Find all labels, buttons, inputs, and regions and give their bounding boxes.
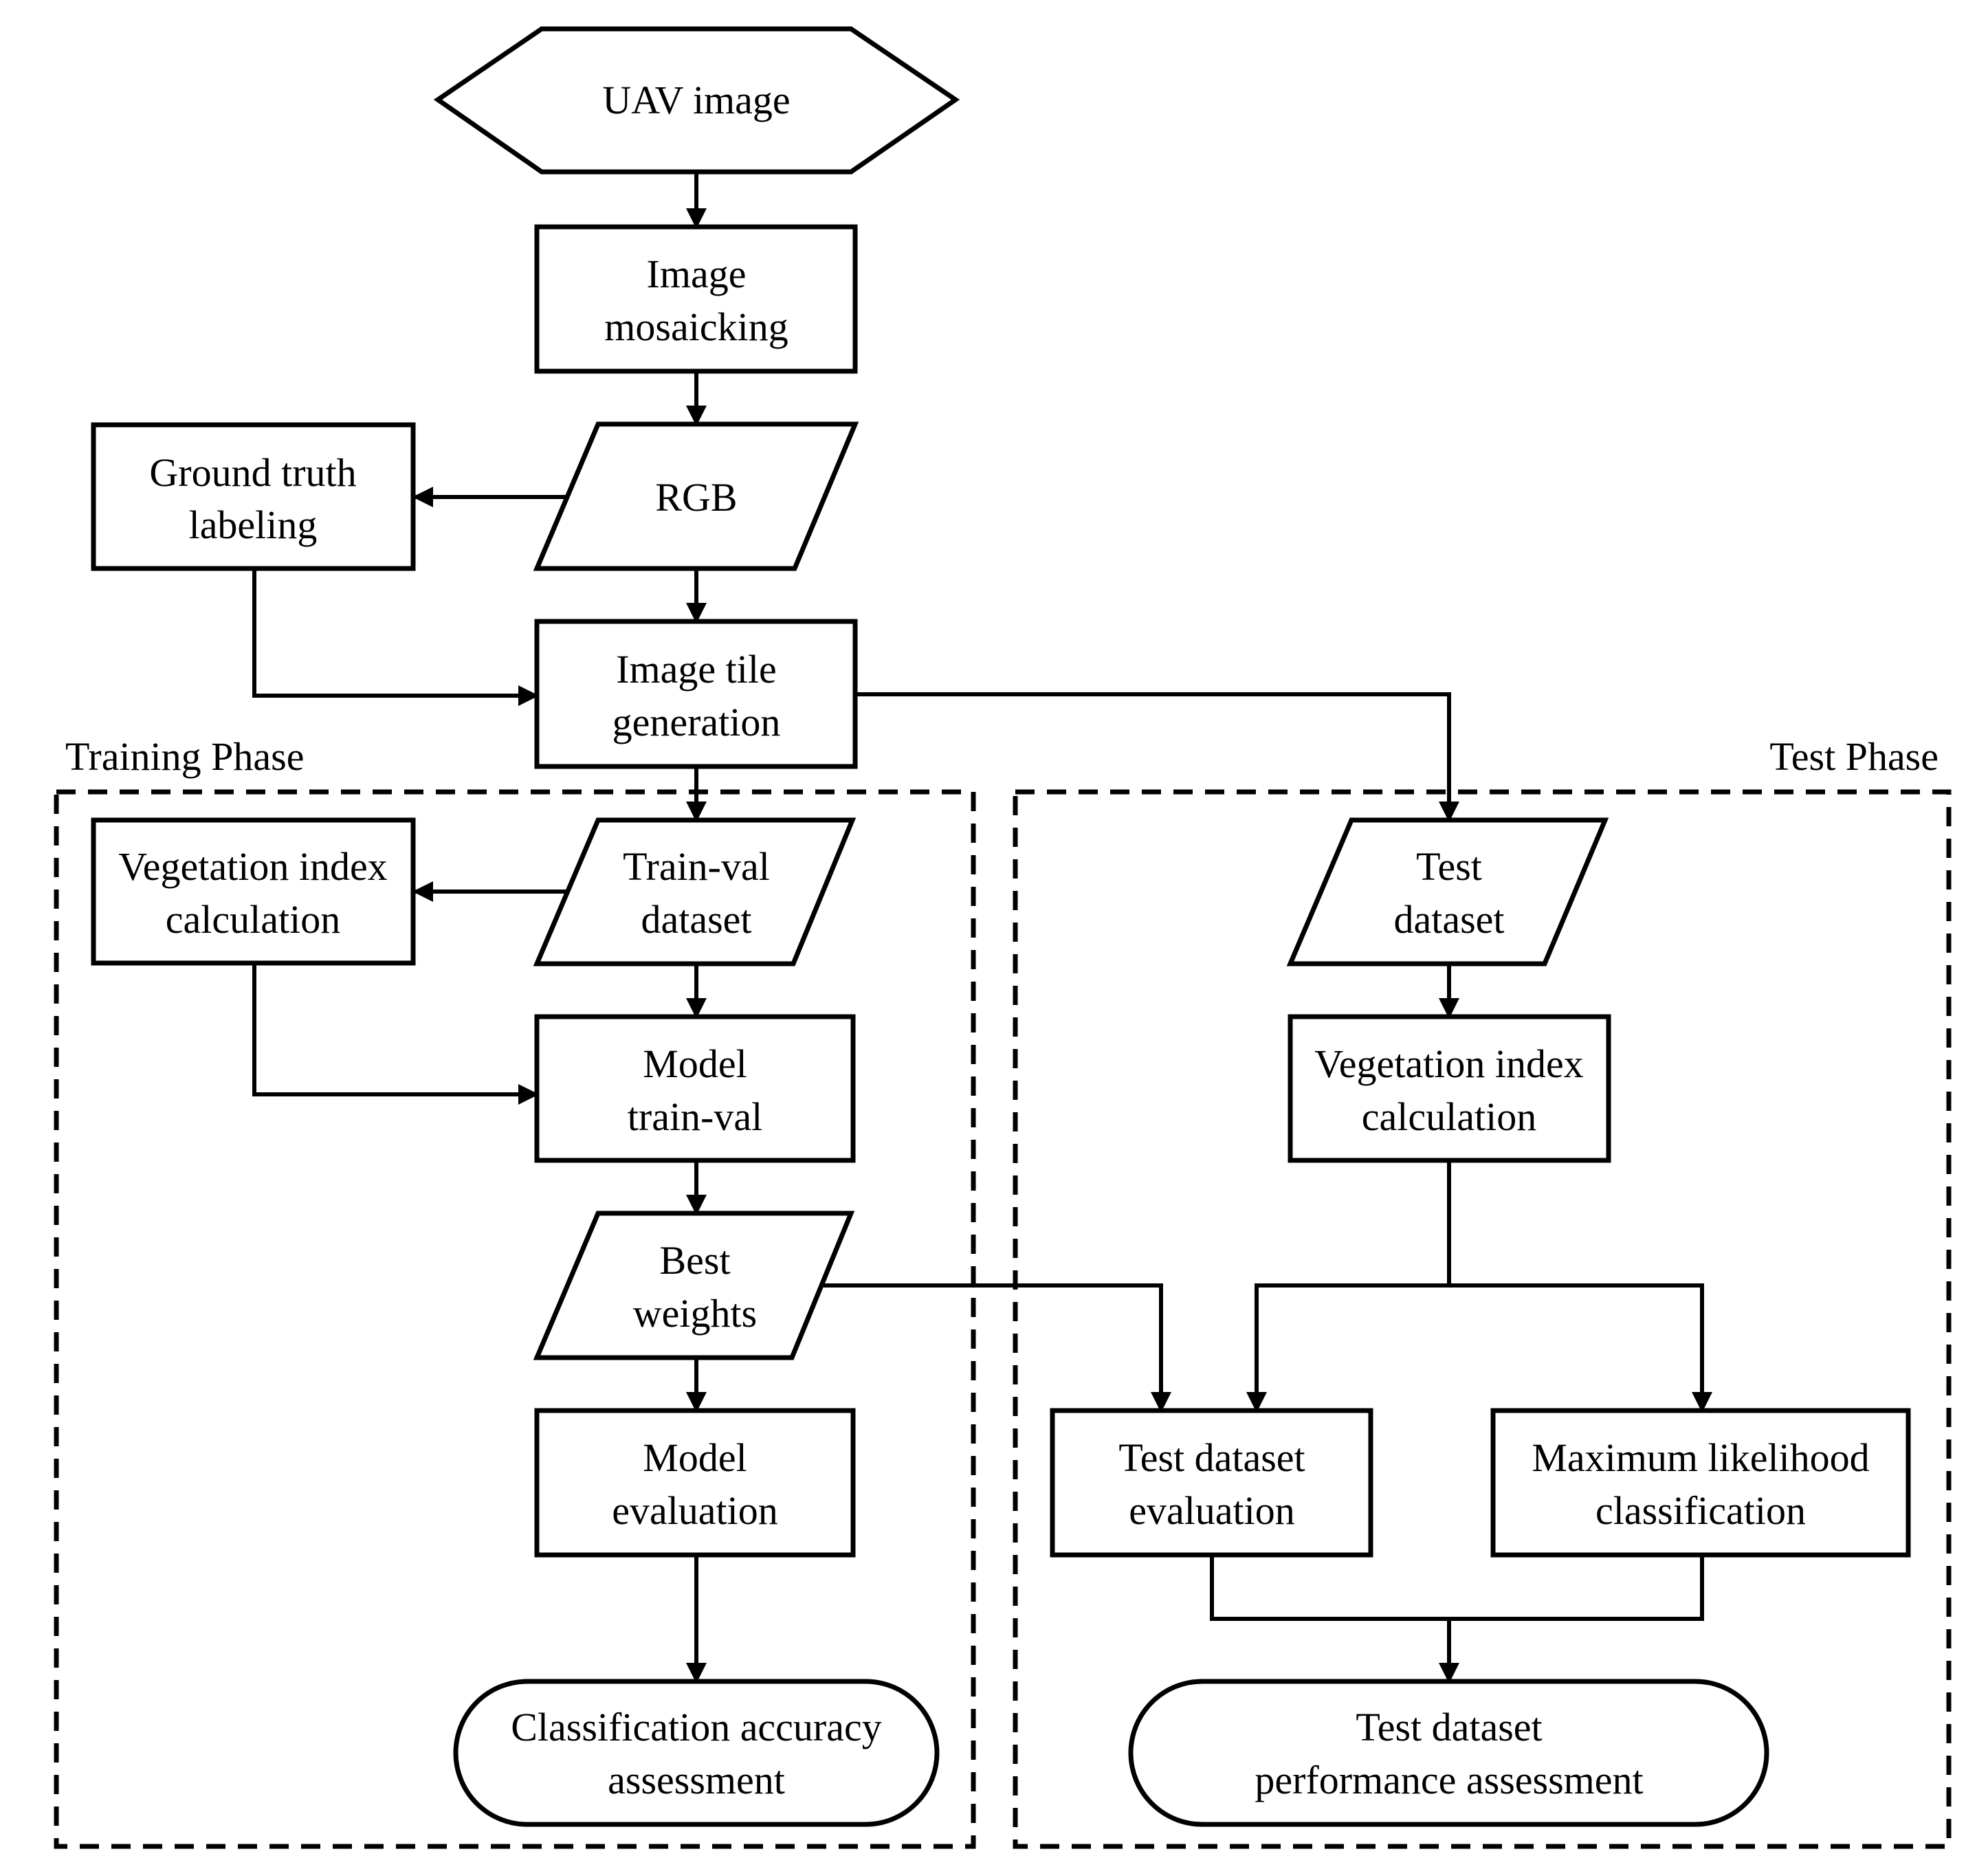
- node-label-line: Vegetation index: [118, 844, 387, 889]
- node-label-line: evaluation: [1129, 1488, 1295, 1533]
- edge-tile-generation-to-test-dataset: [855, 692, 1459, 822]
- training-phase-label: Training Phase: [65, 734, 305, 779]
- node-label-line: UAV image: [602, 78, 790, 122]
- node-test-dataset: Test dataset: [1286, 817, 1609, 966]
- connectors: [252, 172, 1712, 1683]
- node-label-line: Image tile: [616, 647, 777, 692]
- node-label-line: calculation: [166, 897, 340, 942]
- node-label-line: Best: [659, 1238, 730, 1283]
- node-label-line: labeling: [189, 502, 318, 547]
- node-label-line: Model: [643, 1435, 747, 1480]
- node-model-train-val: Model train-val: [534, 1014, 856, 1163]
- node-label-line: Classification accuracy: [511, 1705, 881, 1749]
- node-label-line: Test dataset: [1118, 1435, 1305, 1480]
- node-test-dataset-performance-assessment: Test dataset performance assessment: [1128, 1679, 1769, 1827]
- node-label-line: Maximum likelihood: [1532, 1435, 1869, 1480]
- edge-vegetation-index-to-max-likelihood: [1449, 1283, 1712, 1413]
- node-label-line: mosaicking: [604, 305, 788, 349]
- node-label-line: Image: [647, 252, 747, 296]
- edge-max-likelihood-merge: [1449, 1555, 1704, 1621]
- node-image-mosaicking: Image mosaicking: [534, 224, 858, 374]
- node-vegetation-index-calculation-train: Vegetation index calculation: [91, 817, 416, 966]
- node-label-line: Model: [643, 1041, 747, 1086]
- node-label-line: dataset: [641, 897, 751, 942]
- node-label-line: weights: [633, 1291, 757, 1336]
- node-label-line: Test: [1416, 844, 1482, 889]
- training-phase-box: [54, 789, 976, 1849]
- node-uav-image: UAV image: [433, 26, 960, 175]
- node-maximum-likelihood-classification: Maximum likelihood classification: [1490, 1408, 1911, 1558]
- edge-ground-truth-to-tile-generation: [252, 568, 539, 706]
- node-model-evaluation: Model evaluation: [534, 1408, 856, 1558]
- node-label-line: performance assessment: [1255, 1758, 1643, 1802]
- node-best-weights: Best weights: [533, 1211, 855, 1360]
- test-phase-box: [1013, 789, 1952, 1849]
- node-vegetation-index-calculation-test: Vegetation index calculation: [1288, 1014, 1611, 1163]
- node-image-tile-generation: Image tile generation: [534, 619, 858, 769]
- edge-test-evaluation-merge: [1210, 1555, 1449, 1621]
- node-label-line: Test dataset: [1356, 1705, 1542, 1749]
- node-label-line: classification: [1595, 1488, 1806, 1533]
- node-test-dataset-evaluation: Test dataset evaluation: [1050, 1408, 1373, 1558]
- node-label-line: dataset: [1393, 897, 1504, 942]
- node-rgb: RGB: [533, 421, 859, 571]
- edge-best-weights-to-test-evaluation: [824, 1283, 1171, 1413]
- node-label-line: Train-val: [623, 844, 770, 889]
- node-label-line: RGB: [655, 475, 737, 520]
- node-label-line: Ground truth: [149, 450, 356, 495]
- node-label-line: train-val: [628, 1094, 762, 1139]
- node-label-line: Vegetation index: [1314, 1041, 1583, 1086]
- node-train-val-dataset: Train-val dataset: [533, 817, 857, 966]
- edge-vegetation-index-to-model-train-val: [252, 963, 539, 1105]
- node-label-line: generation: [612, 700, 781, 744]
- node-classification-accuracy-assessment: Classification accuracy assessment: [453, 1679, 940, 1827]
- node-label-line: calculation: [1362, 1094, 1536, 1139]
- node-ground-truth-labeling: Ground truth labeling: [91, 422, 416, 571]
- edge-vegetation-index-to-test-evaluation: [1246, 1160, 1451, 1413]
- node-label-line: evaluation: [612, 1488, 778, 1533]
- node-label-line: assessment: [608, 1758, 785, 1802]
- test-phase-label: Test Phase: [1769, 734, 1939, 779]
